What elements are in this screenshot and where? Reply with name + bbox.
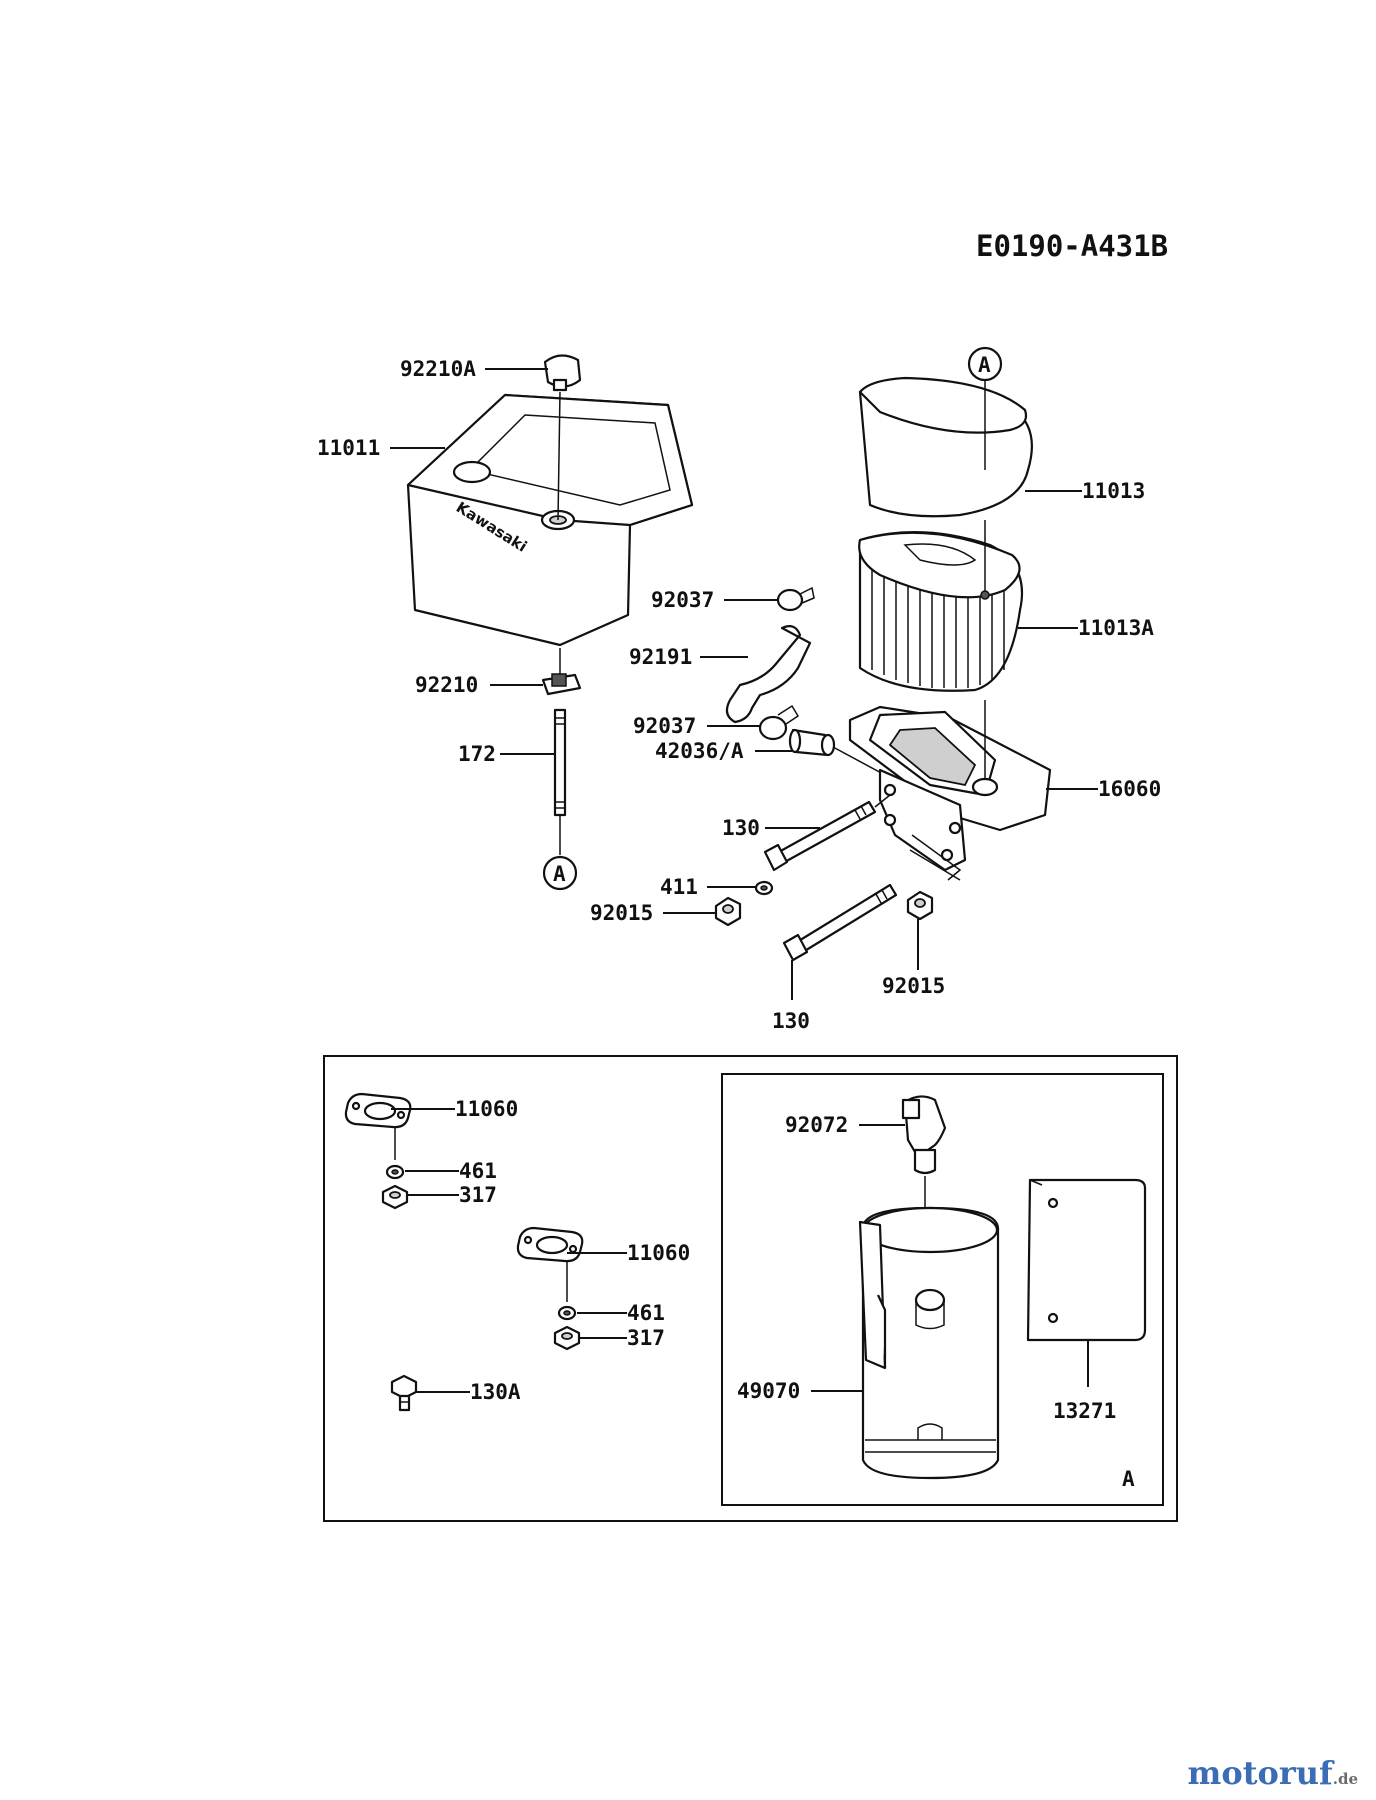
clamp-92037-upper <box>776 586 815 612</box>
svg-text:A: A <box>553 862 566 886</box>
diagram-code: E0190-A431B <box>976 229 1168 263</box>
inset-marker: A <box>1122 1467 1135 1491</box>
label-317-upper: 317 <box>459 1183 497 1207</box>
air-filter-element-11013A <box>858 531 1024 692</box>
label-92037-upper: 92037 <box>651 588 714 612</box>
nut-317-lower <box>553 1325 581 1351</box>
label-461-lower: 461 <box>627 1301 665 1325</box>
watermark-suffix: .de <box>1332 1770 1358 1788</box>
breather-hose-92191 <box>725 625 812 724</box>
nut-317-upper <box>381 1184 409 1210</box>
label-317-lower: 317 <box>627 1326 665 1350</box>
inset-subframe <box>721 1073 1164 1506</box>
watermark-logo: motoruf.de <box>1188 1754 1358 1792</box>
label-42036A: 42036/A <box>655 739 744 763</box>
label-92210: 92210 <box>415 673 478 697</box>
nut-92015-left <box>714 896 742 927</box>
clamp-92072 <box>901 1095 947 1208</box>
label-11060-lower: 11060 <box>627 1241 690 1265</box>
label-92072: 92072 <box>785 1113 848 1137</box>
label-49070: 49070 <box>737 1379 800 1403</box>
label-130A: 130A <box>470 1380 521 1404</box>
label-11013A: 11013A <box>1078 616 1154 640</box>
label-92210A: 92210A <box>400 357 476 381</box>
callout-ref-top: A <box>967 346 1003 382</box>
label-13271: 13271 <box>1053 1399 1116 1423</box>
label-172: 172 <box>458 742 496 766</box>
heat-shield-13271 <box>1026 1178 1147 1342</box>
clamp-92037-lower <box>758 704 800 741</box>
label-16060: 16060 <box>1098 777 1161 801</box>
label-461-upper: 461 <box>459 1159 497 1183</box>
svg-text:A: A <box>978 353 991 377</box>
stud-172 <box>553 708 567 817</box>
label-92191: 92191 <box>629 645 692 669</box>
gasket-11060-lower <box>516 1226 584 1263</box>
label-92015-right: 92015 <box>882 974 945 998</box>
nut-92015-right <box>906 890 934 921</box>
air-cleaner-base-16060 <box>848 705 1052 872</box>
bolt-130-lower <box>782 883 898 962</box>
label-11013: 11013 <box>1082 479 1145 503</box>
wing-knob-92210A <box>543 354 582 392</box>
bolt-130A <box>390 1374 418 1412</box>
label-411: 411 <box>660 875 698 899</box>
label-11060-upper: 11060 <box>455 1097 518 1121</box>
label-130-upper: 130 <box>722 816 760 840</box>
lock-washer-461-lower <box>557 1305 577 1321</box>
label-130-lower: 130 <box>772 1009 810 1033</box>
bolt-130-upper <box>763 800 877 872</box>
muffler-49070 <box>858 1206 1000 1480</box>
inset-frame <box>323 1055 1178 1522</box>
callout-ref-bottom: A <box>542 855 578 891</box>
precleaner-11013 <box>858 376 1033 518</box>
washer-411 <box>754 880 774 896</box>
label-92037-lower: 92037 <box>633 714 696 738</box>
air-cleaner-cover: Kawasaki <box>406 393 694 647</box>
breather-pipe-42036A <box>788 728 836 757</box>
lock-washer-461-upper <box>385 1164 405 1180</box>
label-92015-left: 92015 <box>590 901 653 925</box>
label-11011: 11011 <box>317 436 380 460</box>
watermark-main: motoruf <box>1187 1754 1333 1792</box>
wing-nut-92210 <box>541 673 582 696</box>
gasket-11060-upper <box>344 1092 412 1129</box>
